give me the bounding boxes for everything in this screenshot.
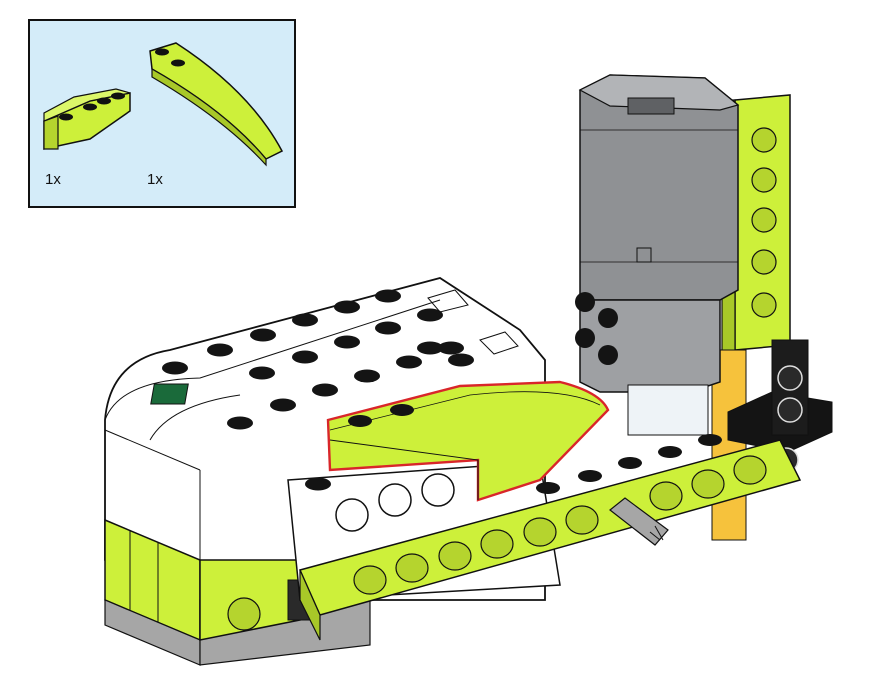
- motor-port-studs: [575, 292, 618, 365]
- hub-lime-base: [104, 518, 371, 666]
- beam-studs: [536, 434, 722, 494]
- parts-illustration: [43, 42, 284, 167]
- front-lime-technic-beam: [298, 434, 802, 641]
- part-quantity-1: 1x: [45, 171, 61, 188]
- hub-studs: [162, 289, 474, 430]
- part-quantity-2: 1x: [147, 171, 163, 188]
- gray-axle: [609, 497, 669, 546]
- motor-unit: [575, 74, 740, 436]
- lime-inverted-slope-brick-part: [43, 88, 131, 150]
- parts-list-panel: 1x 1x: [28, 19, 296, 208]
- lime-curved-slope-brick-part: [149, 42, 284, 167]
- new-curved-slope-highlight: [326, 380, 610, 502]
- hub-port-icons: [427, 289, 519, 355]
- beam-holes: [353, 455, 767, 595]
